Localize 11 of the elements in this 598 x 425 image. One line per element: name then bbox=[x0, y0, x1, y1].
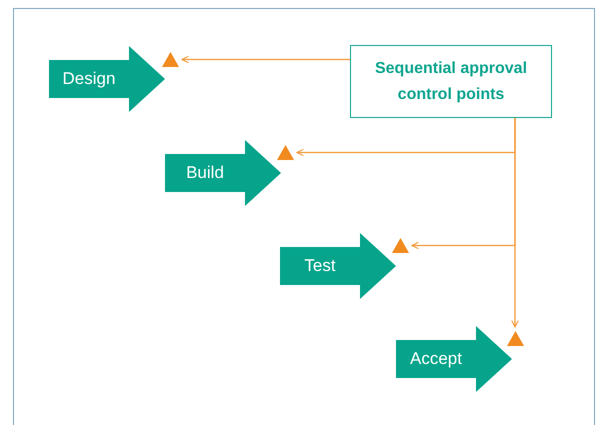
callout-box: Sequential approval control points bbox=[350, 45, 552, 118]
connector-arrow bbox=[511, 118, 519, 328]
triangle-marker bbox=[277, 145, 294, 160]
process-step: Build bbox=[165, 140, 281, 206]
triangle-marker bbox=[162, 52, 179, 67]
process-step: Test bbox=[280, 233, 396, 299]
triangle-marker bbox=[392, 238, 409, 253]
process-step: Design bbox=[49, 46, 165, 112]
connector-arrow bbox=[181, 56, 350, 64]
triangle-marker bbox=[507, 331, 524, 346]
process-step: Accept bbox=[396, 326, 512, 392]
